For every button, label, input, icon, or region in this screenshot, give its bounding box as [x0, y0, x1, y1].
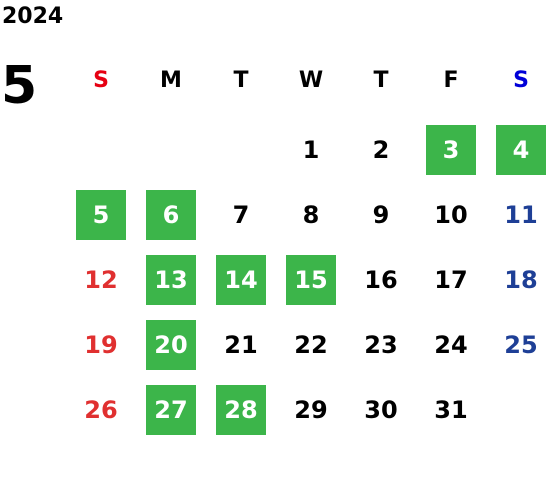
day-cell[interactable]: 9: [372, 201, 390, 229]
day-cell[interactable]: 2: [372, 136, 390, 164]
day-cell[interactable]: 17: [434, 266, 468, 294]
day-cell[interactable]: 12: [84, 266, 118, 294]
day-cell[interactable]: 8: [302, 201, 320, 229]
day-cell[interactable]: 4: [496, 125, 546, 175]
day-cell[interactable]: 18: [504, 266, 538, 294]
month-label: 5: [1, 56, 38, 116]
day-cell[interactable]: 28: [216, 385, 266, 435]
day-cell[interactable]: 14: [216, 255, 266, 305]
day-cell[interactable]: 30: [364, 396, 398, 424]
day-cell[interactable]: 25: [504, 331, 538, 359]
day-cell[interactable]: 19: [84, 331, 118, 359]
weekday-header: F: [443, 68, 459, 93]
day-cell[interactable]: 6: [146, 190, 196, 240]
weekday-header: T: [373, 68, 389, 93]
weekday-header: S: [513, 68, 529, 93]
year-label: 2024: [2, 4, 64, 29]
day-cell[interactable]: 7: [232, 201, 250, 229]
day-cell[interactable]: 21: [224, 331, 258, 359]
day-cell[interactable]: 10: [434, 201, 468, 229]
weekday-header: S: [93, 68, 109, 93]
day-cell[interactable]: 31: [434, 396, 468, 424]
day-cell[interactable]: 24: [434, 331, 468, 359]
day-cell[interactable]: 1: [302, 136, 320, 164]
day-cell[interactable]: 5: [76, 190, 126, 240]
day-cell[interactable]: 3: [426, 125, 476, 175]
weekday-header: T: [233, 68, 249, 93]
weekday-header: M: [160, 68, 182, 93]
day-cell[interactable]: 15: [286, 255, 336, 305]
weekday-header: W: [298, 68, 324, 93]
day-cell[interactable]: 26: [84, 396, 118, 424]
day-cell[interactable]: 13: [146, 255, 196, 305]
day-cell[interactable]: 29: [294, 396, 328, 424]
day-cell[interactable]: 20: [146, 320, 196, 370]
day-cell[interactable]: 11: [504, 201, 538, 229]
day-cell[interactable]: 16: [364, 266, 398, 294]
day-cell[interactable]: 22: [294, 331, 328, 359]
day-cell[interactable]: 23: [364, 331, 398, 359]
day-cell[interactable]: 27: [146, 385, 196, 435]
